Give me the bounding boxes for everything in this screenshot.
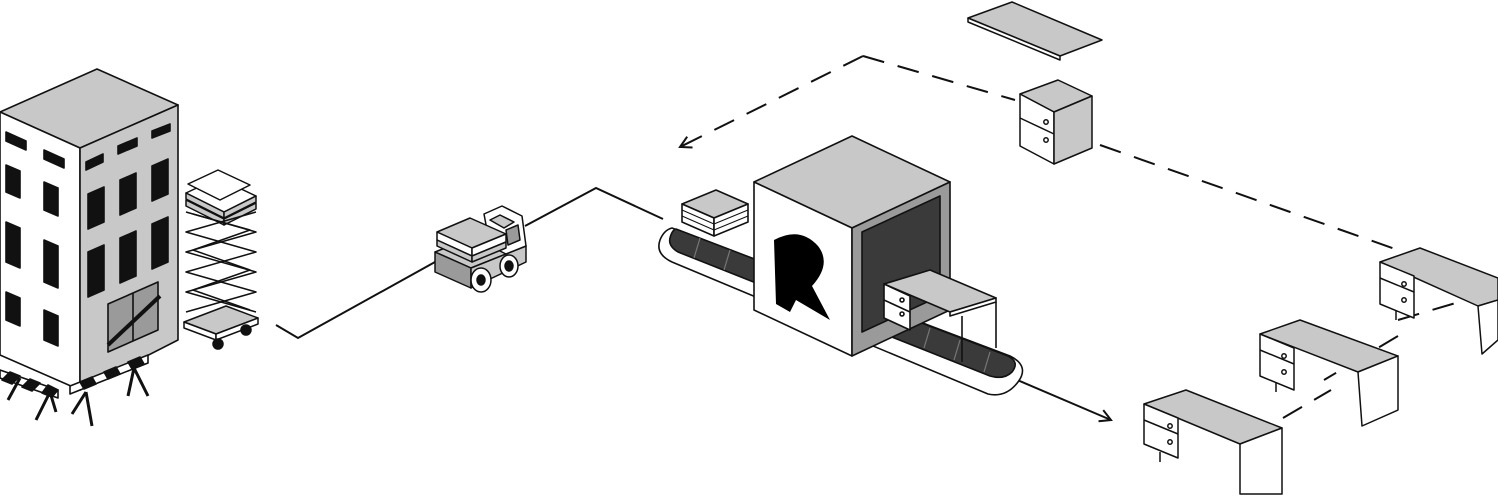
desk-back [1379, 247, 1498, 355]
drawer-cabinet-icon [1019, 79, 1093, 165]
logo-machine-conveyor-icon [658, 135, 1024, 396]
machine-logo-icon [774, 234, 830, 320]
flow-line-building-to-truck [275, 261, 436, 340]
building-diagonal-beam [106, 294, 162, 347]
dashed-line-right [1099, 144, 1399, 251]
scissor-lift-arms [185, 211, 257, 313]
building-under-construction-icon [0, 68, 179, 427]
delivery-truck-icon [434, 205, 527, 293]
flow-arrow-machine-to-desks [1014, 378, 1111, 420]
barricade-left [0, 369, 59, 421]
desk-icon [1259, 319, 1399, 427]
desk-icon [1143, 389, 1283, 495]
desk-on-conveyor [883, 269, 997, 362]
flat-panel-icon [967, 1, 1103, 61]
building-side-windows [85, 123, 171, 298]
dashed-line-desks-c [1282, 389, 1332, 419]
desk-front [1143, 389, 1283, 495]
scissor-lift-with-sheets-icon [183, 169, 259, 350]
building-front-windows [5, 131, 65, 347]
desk-middle [1259, 319, 1399, 427]
dashed-arrow-return [680, 55, 864, 147]
flow-line-truck-to-machine [524, 186, 664, 227]
dashed-line-top [862, 55, 1016, 101]
desk-icon [1379, 247, 1498, 355]
barricade-right [69, 354, 150, 427]
